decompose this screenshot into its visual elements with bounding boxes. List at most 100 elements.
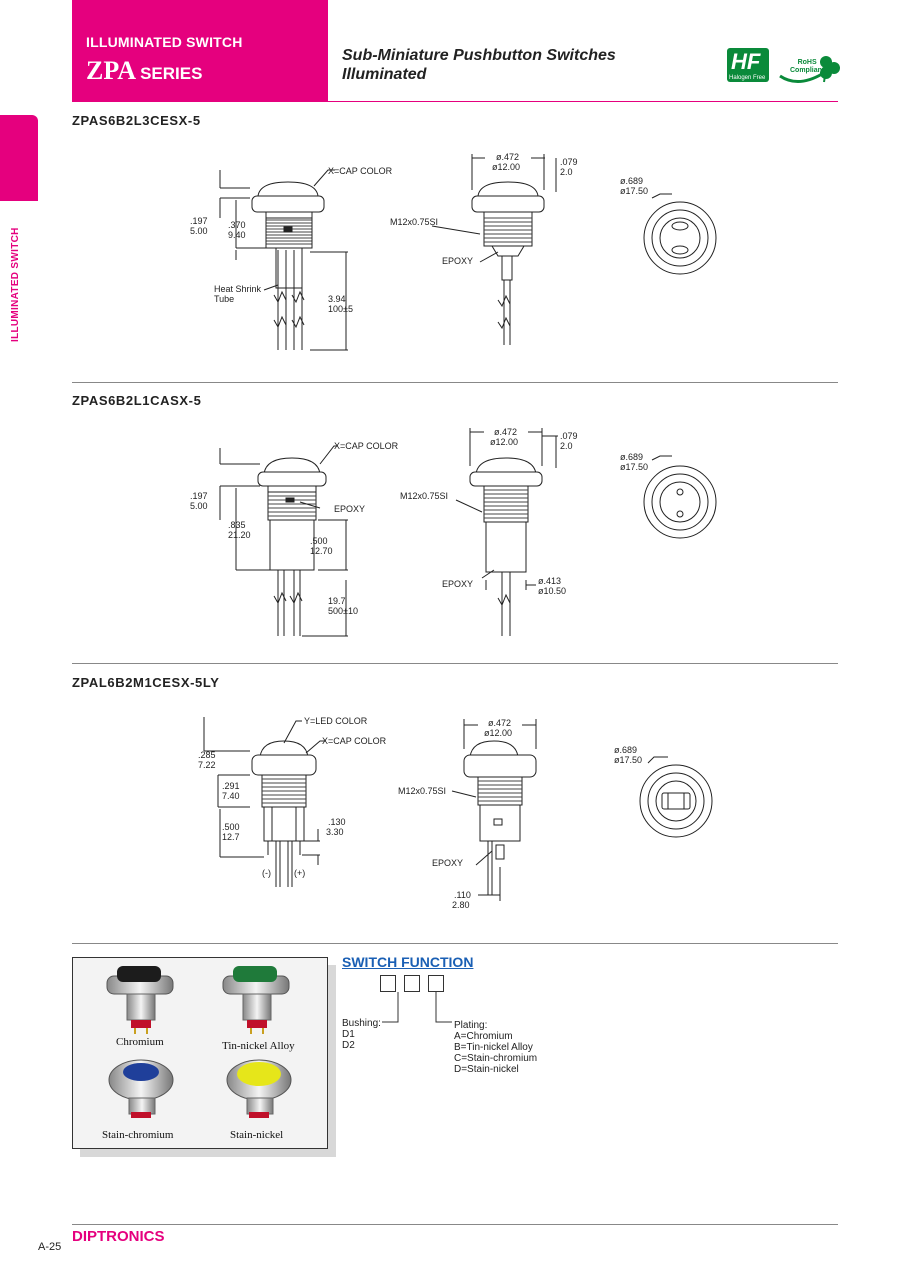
s1-length-mm: 100±5 <box>328 304 353 314</box>
section-divider <box>72 382 838 383</box>
switch-photo-stain-chromium <box>108 1059 174 1118</box>
s3-d2-mm: 7.40 <box>222 791 240 801</box>
s3-cap-label: X=CAP COLOR <box>322 736 387 746</box>
s3-pitch-in: .110 <box>454 890 471 900</box>
rohs-line1: RoHS <box>797 59 817 66</box>
s2-wire-dia-mm: ø10.50 <box>538 586 567 596</box>
s2-d2-in: .835 <box>228 520 246 530</box>
s1-tube-label: Heat Shrink Tube <box>214 284 262 304</box>
s3-thread-label: M12x0.75SI <box>398 786 447 796</box>
switch-drawing-1 <box>219 154 717 351</box>
hf-logo-subtext: Halogen Free <box>729 75 766 81</box>
s3-pin-in: .130 <box>328 817 346 827</box>
part-number-2: ZPAS6B2L1CASX-5 <box>72 393 202 408</box>
s2-epoxy-label: EPOXY <box>442 579 474 589</box>
plating-photos-graphic <box>106 966 292 1118</box>
s2-cap-label: X=CAP COLOR <box>334 441 399 451</box>
s1-thick-mm: 2.0 <box>560 167 573 177</box>
side-category-label: ILLUMINATED SWITCH <box>10 227 21 342</box>
s2-thread-label: M12x0.75SI <box>400 491 449 501</box>
brand-name: DIPTRONICS <box>72 1228 165 1245</box>
s2-od-mm: ø17.50 <box>620 462 649 472</box>
rohs-line2: Compliant <box>790 67 825 74</box>
section-divider <box>72 663 838 664</box>
cap-chromium <box>117 966 161 982</box>
switch-photo-tin-nickel <box>222 966 290 1034</box>
s3-d3-mm: 12.7 <box>222 832 240 842</box>
s2-length-mm: 500±10 <box>328 606 358 616</box>
s2-d1-mm: 5.00 <box>190 501 208 511</box>
rohs-text: RoHS Compliant <box>790 59 824 75</box>
code-leader-lines <box>382 992 452 1023</box>
hf-logo-text: HF <box>731 49 761 74</box>
s3-od-mm: ø17.50 <box>614 755 643 765</box>
s2-wire-dia-in: ø.413 <box>538 576 562 586</box>
s2-d2-mm: 21.20 <box>228 530 251 540</box>
s1-d1-mm: 5.00 <box>190 226 208 236</box>
cap-stain-chromium <box>123 1063 159 1081</box>
page-number: A-25 <box>38 1241 62 1253</box>
s2-dia-in: ø.472 <box>494 427 518 437</box>
s1-thread-label: M12x0.75SI <box>390 217 439 227</box>
caption-chromium: Chromium <box>116 1036 164 1048</box>
s2-body-in: .500 <box>310 536 328 546</box>
bushing-options: Bushing: D1 D2 <box>342 1018 381 1051</box>
plating-options: Plating: A=Chromium B=Tin-nickel Alloy C… <box>454 1020 538 1075</box>
s3-epoxy-label: EPOXY <box>432 858 464 868</box>
s3-led-label: Y=LED COLOR <box>304 716 368 726</box>
switch-drawing-3 <box>203 717 713 901</box>
caption-tin-nickel: Tin-nickel Alloy <box>222 1040 295 1052</box>
caption-stain-nickel: Stain-nickel <box>230 1129 284 1141</box>
part-number-3: ZPAL6B2M1CESX-5LY <box>72 675 220 690</box>
page-title-line2: Illuminated <box>342 66 427 83</box>
page-title-line1: Sub-Miniature Pushbutton Switches <box>342 47 616 64</box>
s3-dia-in: ø.472 <box>488 718 512 728</box>
rohs-clover-icon <box>779 56 840 83</box>
s2-od-in: ø.689 <box>620 452 644 462</box>
halogen-free-logo: HF Halogen Free <box>727 48 769 82</box>
s1-thick-in: .079 <box>560 157 578 167</box>
s3-pin-mm: 3.30 <box>326 827 344 837</box>
s1-od-mm: ø17.50 <box>620 186 649 196</box>
s2-epoxy-left: EPOXY <box>334 504 366 514</box>
s3-od-in: ø.689 <box>614 745 638 755</box>
section-divider <box>72 943 838 944</box>
s1-od-in: ø.689 <box>620 176 644 186</box>
s1-epoxy-label: EPOXY <box>442 256 474 266</box>
series-code: ZPA <box>86 56 137 85</box>
s3-dia-mm: ø12.00 <box>484 728 513 738</box>
s1-d2-mm: 9.40 <box>228 230 246 240</box>
s3-plus-label: (+) <box>294 868 306 878</box>
s3-d1-in: .285 <box>198 750 216 760</box>
s1-d1-in: .197 <box>190 216 208 226</box>
s3-minus-label: (-) <box>262 868 271 878</box>
switch-photo-stain-nickel <box>226 1059 292 1118</box>
series-category: ILLUMINATED SWITCH <box>86 34 243 50</box>
s3-d2-in: .291 <box>222 781 240 791</box>
s1-dia-mm: ø12.00 <box>492 162 521 172</box>
cap-tin-nickel <box>233 966 277 982</box>
s2-thick-mm: 2.0 <box>560 441 573 451</box>
code-box-1 <box>380 975 396 992</box>
s1-dia-in: ø.472 <box>496 152 520 162</box>
switch-function-title: SWITCH FUNCTION <box>342 954 474 970</box>
s3-pitch-mm: 2.80 <box>452 900 470 910</box>
page-title: Sub-Miniature Pushbutton Switches Illumi… <box>342 46 616 84</box>
header-rule <box>328 101 838 102</box>
code-box-2 <box>404 975 420 992</box>
s2-body-mm: 12.70 <box>310 546 333 556</box>
s1-d2-in: .370 <box>228 220 246 230</box>
plating-photo-panel <box>72 957 328 1149</box>
s1-length-in: 3.94 <box>328 294 346 304</box>
side-tab <box>0 115 38 201</box>
s3-d3-in: .500 <box>222 822 240 832</box>
footer-rule <box>72 1224 838 1225</box>
caption-stain-chromium: Stain-chromium <box>102 1129 174 1141</box>
switch-photo-chromium <box>106 966 174 1034</box>
s2-d1-in: .197 <box>190 491 208 501</box>
s2-dia-mm: ø12.00 <box>490 437 519 447</box>
part-number-1: ZPAS6B2L3CESX-5 <box>72 113 201 128</box>
cap-stain-nickel <box>237 1062 281 1086</box>
s2-length-in: 19.7 <box>328 596 346 606</box>
